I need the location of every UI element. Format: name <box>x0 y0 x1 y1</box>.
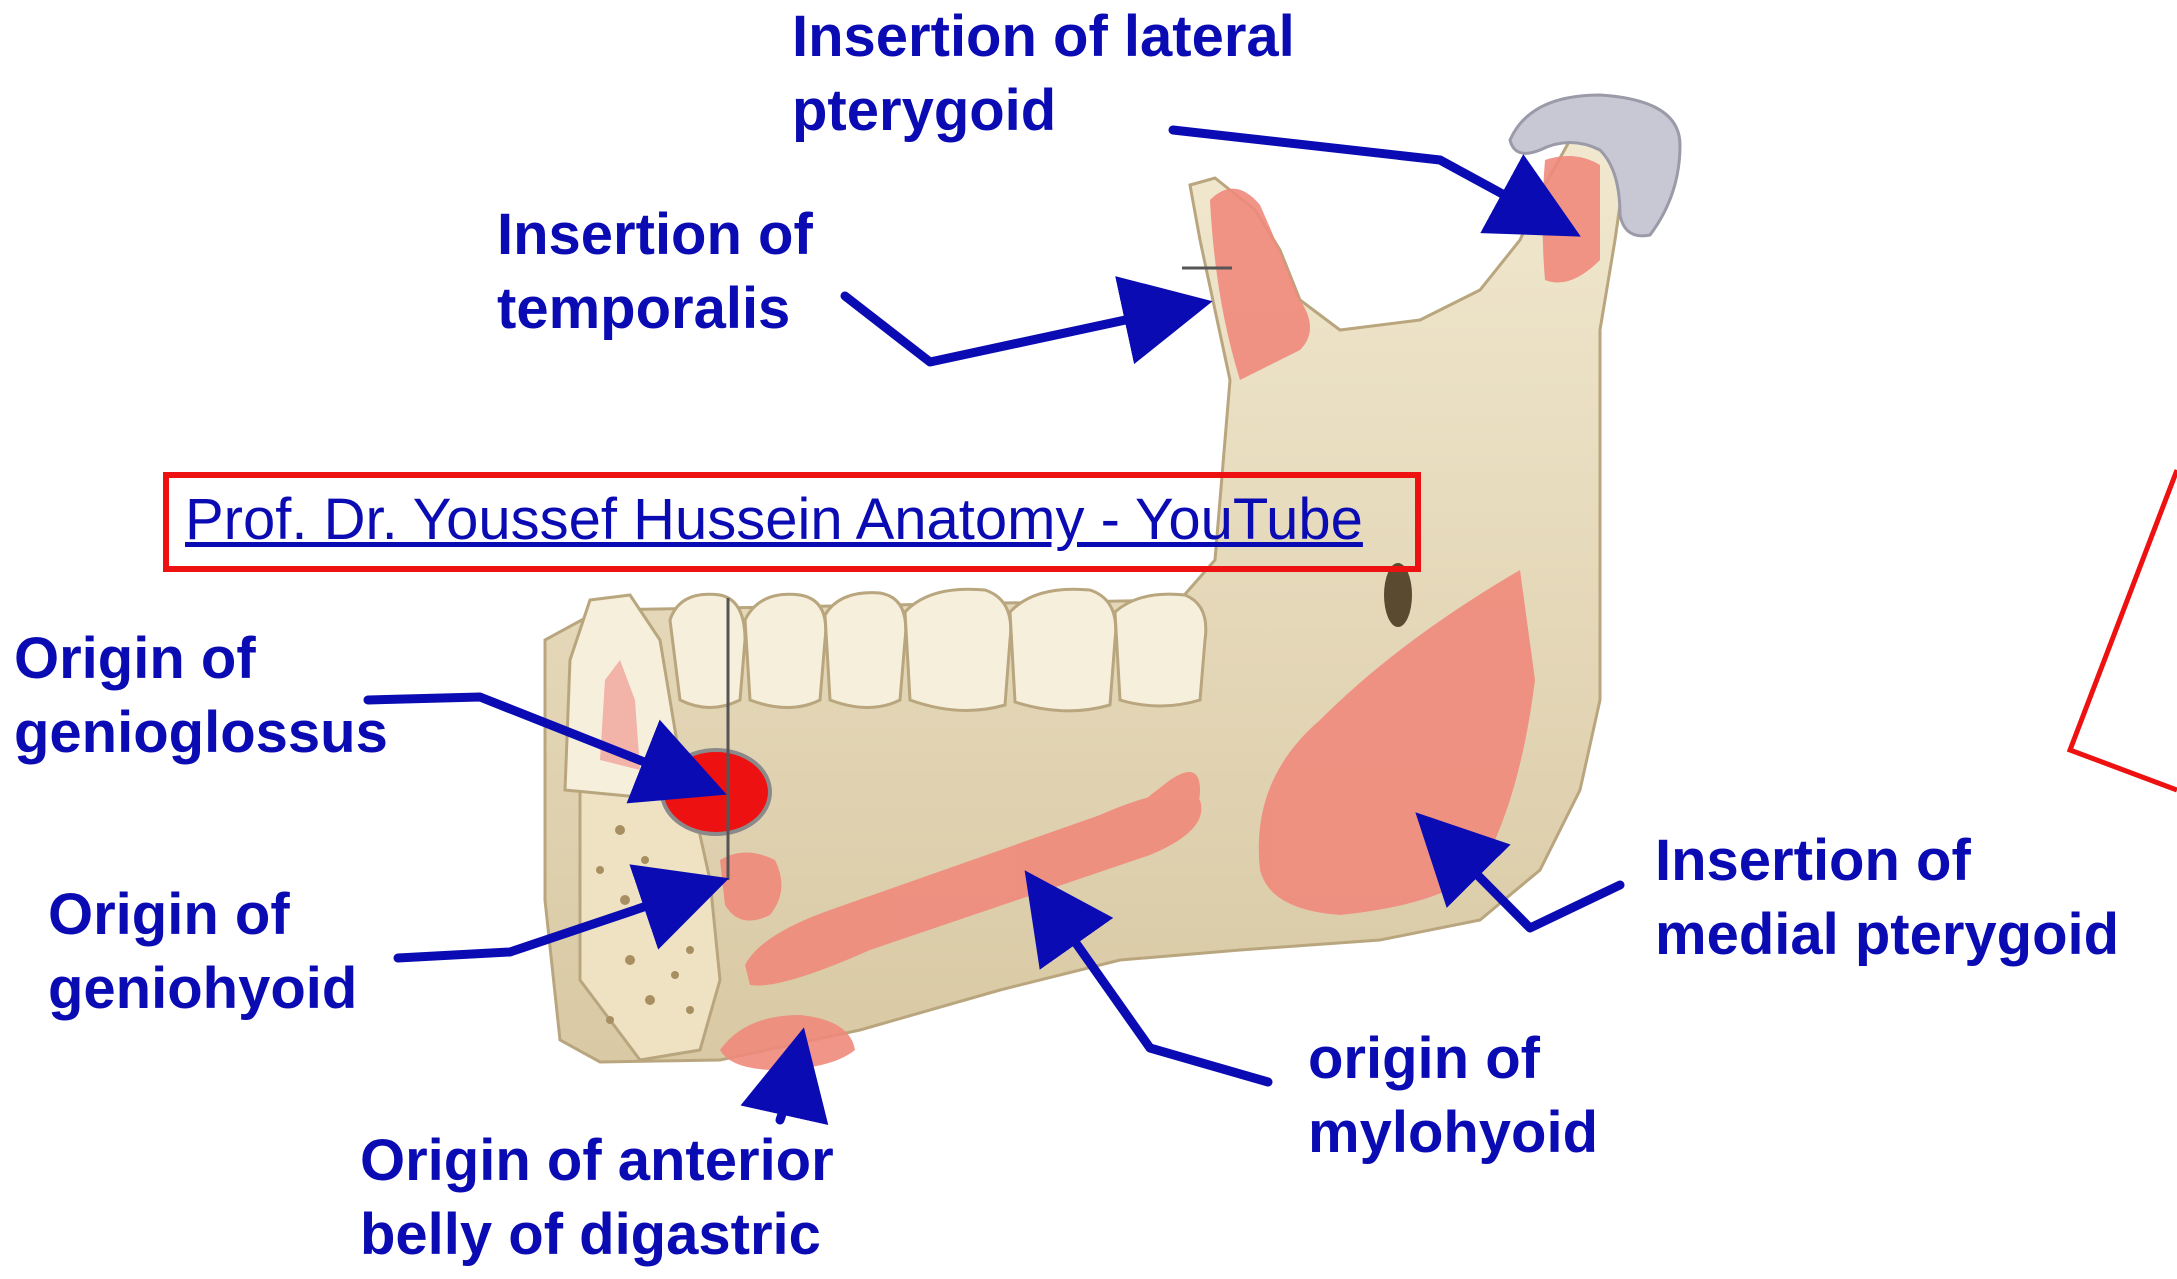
label-digastric: Origin of anterior belly of digastric <box>360 1124 834 1272</box>
genioglossus-spot <box>662 750 770 834</box>
youtube-channel-link[interactable]: Prof. Dr. Youssef Hussein Anatomy - YouT… <box>185 486 1363 553</box>
label-mylohyoid: origin of mylohyoid <box>1308 1022 1598 1170</box>
label-temporalis: Insertion of temporalis <box>497 198 813 346</box>
cropped-frame-edge <box>2070 470 2177 790</box>
arrow-temporalis <box>845 296 1195 362</box>
label-genioglossus: Origin of genioglossus <box>14 622 388 770</box>
label-medial-pterygoid: Insertion of medial pterygoid <box>1655 824 2119 972</box>
label-lateral-pterygoid: Insertion of lateral pterygoid <box>792 0 1295 148</box>
label-geniohyoid: Origin of geniohyoid <box>48 878 357 1026</box>
mandibular-foramen <box>1384 563 1412 627</box>
